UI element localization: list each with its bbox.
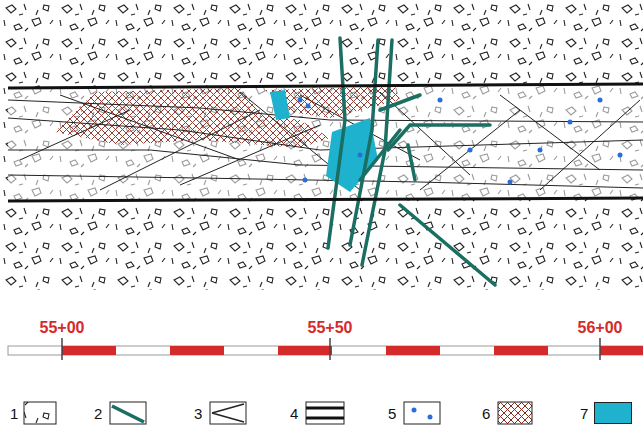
chainage-label: 56+00 <box>578 320 623 336</box>
legend-number: 2 <box>94 406 102 421</box>
legend-number: 3 <box>194 406 202 421</box>
legend-number: 7 <box>580 406 588 421</box>
legend-swatch <box>594 402 632 424</box>
legend-number: 6 <box>482 406 490 421</box>
legend-number: 1 <box>10 406 18 421</box>
legend-number: 4 <box>290 406 298 421</box>
legend-number: 5 <box>388 406 396 421</box>
chainage-label: 55+00 <box>40 320 85 336</box>
chainage-label: 55+50 <box>308 320 353 336</box>
